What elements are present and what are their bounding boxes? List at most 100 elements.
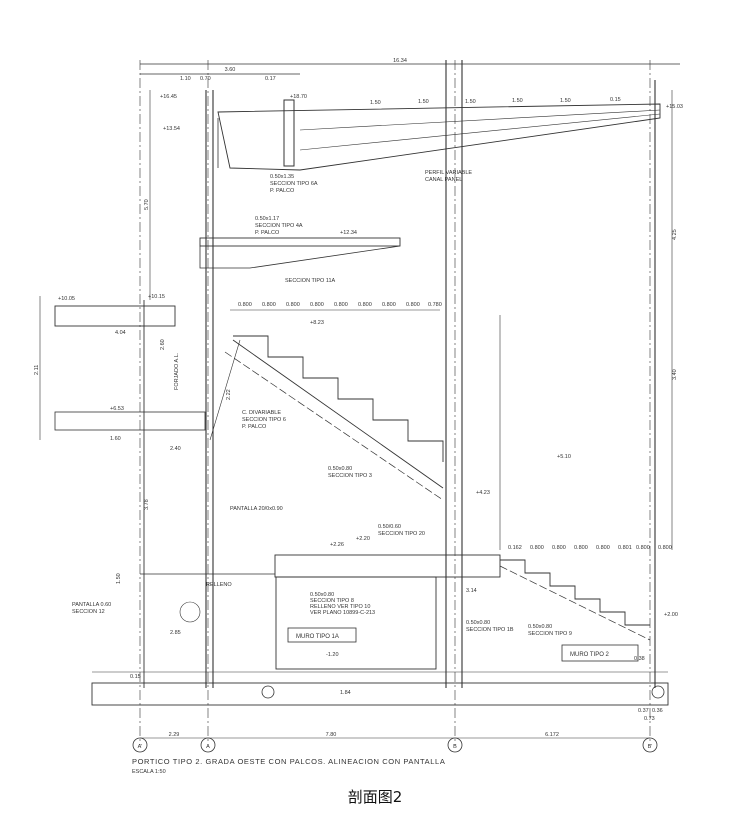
ground-label-1: 0.50x0.80 — [310, 592, 334, 598]
roof-seg-5: 1.50 — [560, 98, 571, 104]
gs-label-5: SECCION TIPO 3 — [328, 473, 372, 479]
right-steps — [500, 559, 650, 626]
roof-label-4: PERFIL VARIABLE — [425, 170, 472, 176]
gs-label-1: C. DIVARIABLE — [242, 410, 281, 416]
upper-left-level: +10.05 — [58, 296, 75, 302]
small-dim-4: 0.73 — [644, 716, 655, 722]
gs-dim-1: 0.800 — [238, 302, 252, 308]
gs-label-8: SECCION TIPO 20 — [378, 531, 425, 537]
right-dim-2: 0.800 — [530, 545, 544, 551]
middle-left-slab — [54, 411, 206, 431]
top-dim-2: 1.10 — [180, 76, 191, 82]
box-label-2: SECCION TIPO 4A — [255, 223, 303, 229]
grandstand-support — [209, 339, 241, 441]
axis-dim-1: 2.29 — [169, 732, 180, 738]
roof-level-4: +13.54 — [163, 126, 180, 132]
upper-left-label-2: 4.04 — [115, 330, 126, 336]
vdim-4: 2.60 — [160, 339, 166, 350]
roof-seg-4: 1.50 — [512, 98, 523, 104]
gs-label-4: 0.50x0.80 — [328, 466, 352, 472]
grandstand-steps — [233, 335, 444, 462]
vdim-6: 3.78 — [144, 499, 150, 510]
gs-level-3: +5.10 — [557, 454, 571, 460]
vdim-8: 1.50 — [116, 573, 122, 584]
small-dim-6: 2.85 — [170, 630, 181, 636]
foundation — [91, 682, 669, 706]
axis-dim-3: 6.172 — [545, 732, 559, 738]
roof-level-1: +16.45 — [160, 94, 177, 100]
axis-label-b: B — [453, 744, 457, 750]
gs-label-2: SECCION TIPO 6 — [242, 417, 286, 423]
box-level: +12.34 — [340, 230, 357, 236]
box-beam — [199, 245, 401, 269]
ground-label-9: PANTALLA 0.60 — [72, 602, 111, 608]
right-dim-4: 0.800 — [574, 545, 588, 551]
figure-caption: 剖面图2 — [347, 788, 403, 806]
top-dim-1: 3.60 — [225, 67, 236, 73]
ground-label-11: RELLENO — [206, 582, 232, 588]
roof-lower-line — [299, 113, 661, 151]
ground-label-5: 0.50x0.80 — [466, 620, 490, 626]
roof-label-2: SECCION TIPO 6A — [270, 181, 318, 187]
ground-label-3: RELLENO VER TIPO 10 — [310, 604, 370, 610]
axis-dim-2: 7.80 — [326, 732, 337, 738]
box-label-4: SECCION TIPO 11A — [285, 278, 336, 284]
upper-left-label-1: +10.15 — [148, 294, 165, 300]
pantalla-detail-circle — [179, 601, 201, 623]
drain-pipe-right — [651, 685, 665, 699]
small-dim-5: 0.38 — [634, 656, 645, 662]
roof-seg-6: 0.15 — [610, 97, 621, 103]
ground-label-7: 0.50x0.80 — [528, 624, 552, 630]
top-dim-4: 0.17 — [265, 76, 276, 82]
gs-dim-7: 0.800 — [382, 302, 396, 308]
axis-label-a: A — [206, 744, 210, 750]
gs-label-6: PANTALLA 20/0x0.90 — [230, 506, 283, 512]
upper-left-slab — [54, 305, 176, 327]
top-dim-3: 0.70 — [200, 76, 211, 82]
small-dim-8: 0.15 — [130, 674, 141, 680]
grandstand-rake-top — [232, 339, 444, 489]
ground-level-1: +2.26 — [330, 542, 344, 548]
roof-label-3: P. PALCO — [270, 188, 295, 194]
box-label-1: 0.50x1.17 — [255, 216, 279, 222]
gs-dim-5: 0.800 — [334, 302, 348, 308]
gs-dim-6: 0.800 — [358, 302, 372, 308]
small-dim-1: 1.84 — [340, 690, 351, 696]
vdim-1: 5.70 — [144, 199, 150, 210]
ground-level-2: +2.20 — [356, 536, 370, 542]
vdim-5: 2.22 — [226, 389, 232, 400]
drawing-scale: ESCALA 1:50 — [132, 769, 166, 775]
gs-dim-4: 0.800 — [310, 302, 324, 308]
gs-level-4: +4.23 — [476, 490, 490, 496]
overall-dim: 16.34 — [393, 58, 407, 64]
roof-label-5: CANAL PANEL — [425, 177, 462, 183]
gs-dim-2: 0.800 — [262, 302, 276, 308]
right-dim-8: 0.800 — [658, 545, 672, 551]
drawing-title: PORTICO TIPO 2. GRADA OESTE CON PALCOS. … — [132, 757, 445, 766]
gs-label-10: 2.40 — [170, 446, 181, 452]
ground-label-6: SECCION TIPO 1B — [466, 627, 514, 633]
muro-tipo-2-label-box — [561, 644, 639, 662]
ground-slab — [274, 554, 501, 578]
axis-label-b-prime: B' — [648, 744, 653, 750]
roof-seg-3: 1.50 — [465, 99, 476, 105]
ground-label-4: VER PLANO 10899-C-213 — [310, 610, 375, 616]
gs-label-3: P. PALCO — [242, 424, 267, 430]
wall-label-2: MURO TIPO 2 — [570, 652, 610, 658]
right-dim-5: 0.800 — [596, 545, 610, 551]
gs-dim-9: 0.780 — [428, 302, 442, 308]
small-dim-2: 0.37 — [638, 708, 649, 714]
vdim-3: 3.40 — [672, 369, 678, 380]
vdim-2: 4.25 — [672, 229, 678, 240]
small-dim-3: 0.36 — [652, 708, 663, 714]
box-slab — [199, 237, 401, 247]
ground-label-2: SECCION TIPO 8 — [310, 598, 354, 604]
ground-level-4: +2.00 — [664, 612, 678, 618]
box-label-3: P. PALCO — [255, 230, 280, 236]
ground-label-10: SECCION 12 — [72, 609, 105, 615]
roof-column-head — [283, 99, 295, 167]
gs-dim-8: 0.800 — [406, 302, 420, 308]
vdim-7: 2.11 — [34, 365, 40, 375]
ground-label-8: SECCION TIPO 9 — [528, 631, 572, 637]
